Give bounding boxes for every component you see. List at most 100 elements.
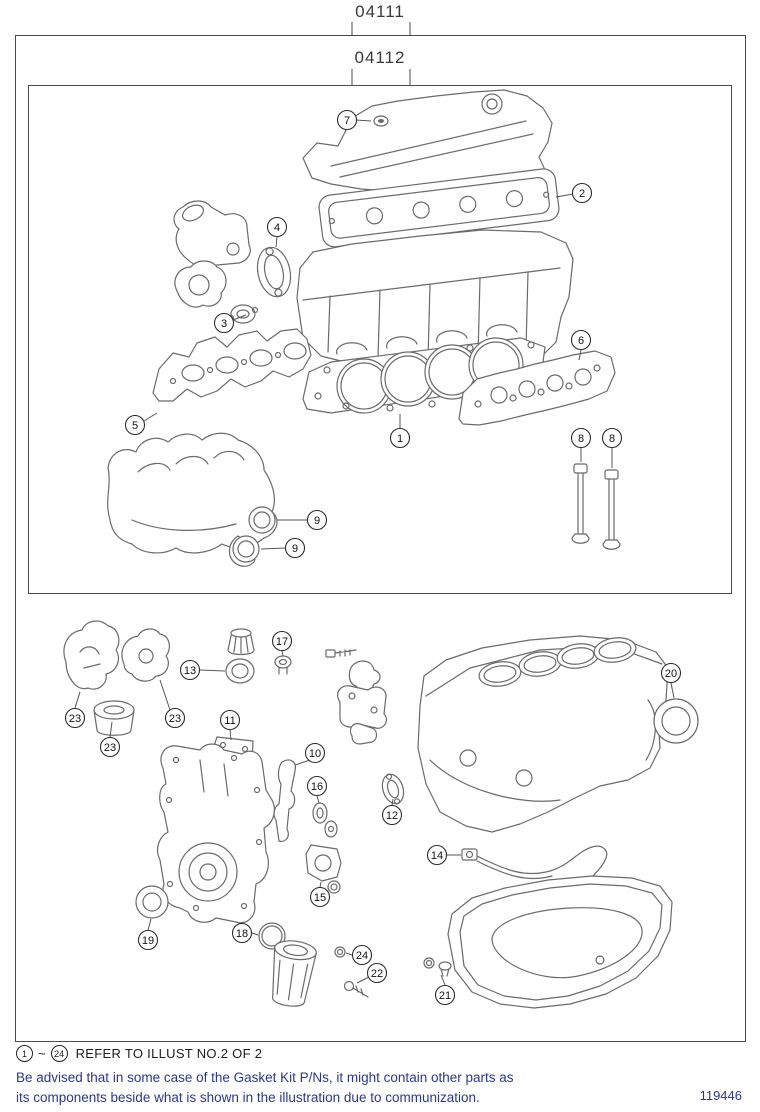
gasket-part-12-art bbox=[381, 773, 405, 805]
callout-label: 15 bbox=[314, 892, 326, 904]
callout-3[interactable]: 3 bbox=[213, 312, 247, 334]
water-outlet-art bbox=[173, 200, 251, 268]
callout-22[interactable]: 22 bbox=[356, 962, 388, 984]
callout-label: 13 bbox=[184, 665, 196, 677]
part-code-inner[interactable]: 04112 bbox=[354, 48, 406, 67]
callout-1[interactable]: 1 bbox=[389, 414, 411, 449]
refer-note-line: 1 ~ 24 REFER TO ILLUST NO.2 OF 2 bbox=[16, 1045, 262, 1062]
manifold-ring-gaskets-art bbox=[232, 506, 276, 563]
callout-label: 11 bbox=[224, 715, 235, 727]
figure-number: 119446 bbox=[699, 1088, 742, 1103]
callout-5[interactable]: 5 bbox=[124, 412, 158, 436]
callout-label: 10 bbox=[309, 748, 321, 760]
front-oil-seal-part-19-art bbox=[135, 885, 169, 919]
callout-21[interactable]: 21 bbox=[434, 974, 456, 1006]
callout-17[interactable]: 17 bbox=[271, 630, 293, 657]
callout-20[interactable]: 20 bbox=[660, 662, 682, 699]
callout-15[interactable]: 15 bbox=[309, 881, 331, 908]
callout-label: 22 bbox=[371, 968, 383, 980]
callout-6[interactable]: 6 bbox=[570, 329, 592, 361]
advisory-note-line1: Be advised that in some case of the Gask… bbox=[16, 1070, 514, 1085]
callout-label: 5 bbox=[132, 420, 138, 432]
seal-parts-16-art bbox=[312, 802, 338, 838]
callout-label: 23 bbox=[169, 713, 181, 725]
callout-label: 9 bbox=[292, 543, 298, 555]
callout-label: 19 bbox=[142, 935, 154, 947]
grommet-part-7-art bbox=[373, 115, 389, 127]
circled-number-end: 24 bbox=[50, 1045, 68, 1062]
small-ring-part-24-art bbox=[334, 946, 346, 958]
outer-kit-frame bbox=[15, 35, 746, 1042]
callout-label: 21 bbox=[439, 990, 451, 1002]
union-bolt-part-22-art bbox=[343, 980, 369, 998]
callout-23-bottom[interactable]: 23 bbox=[99, 721, 121, 758]
callout-11[interactable]: 11 bbox=[219, 709, 241, 741]
callout-2[interactable]: 2 bbox=[555, 182, 593, 204]
range-tilde: ~ bbox=[38, 1046, 46, 1061]
callout-label: 18 bbox=[236, 928, 248, 940]
callout-label: 8 bbox=[609, 433, 615, 445]
callout-label: 12 bbox=[386, 810, 398, 822]
exhaust-manifold-gasket-art bbox=[152, 328, 312, 402]
thermostat-housing-art bbox=[174, 260, 227, 308]
retainer-part-15-art bbox=[305, 844, 342, 894]
code-tick-lines bbox=[351, 22, 411, 85]
callout-label: 6 bbox=[578, 335, 584, 347]
callout-19[interactable]: 19 bbox=[137, 918, 159, 951]
callout-13[interactable]: 13 bbox=[179, 659, 226, 681]
callout-14[interactable]: 14 bbox=[426, 844, 462, 866]
part-code-outer[interactable]: 04111 bbox=[355, 2, 405, 21]
upper-kit-art bbox=[107, 89, 621, 567]
callout-23-right[interactable]: 23 bbox=[159, 679, 186, 729]
mount-bracket-parts-23-art bbox=[63, 620, 170, 736]
callout-label: 16 bbox=[311, 781, 323, 793]
callout-label: 4 bbox=[274, 222, 280, 234]
callouts-lower: 13 17 23 23 23 11 bbox=[64, 630, 682, 1006]
outlet-gasket-part-4-art bbox=[256, 246, 292, 298]
valve-stem-seal-left-art bbox=[571, 463, 590, 544]
intake-manifold-gasket-art bbox=[458, 350, 616, 426]
callout-label: 17 bbox=[276, 636, 288, 648]
oil-pan-art bbox=[447, 875, 673, 1009]
cover-gasket-part-10-art bbox=[273, 759, 296, 842]
refer-text: REFER TO ILLUST NO.2 OF 2 bbox=[75, 1046, 263, 1061]
inner-kit-frame bbox=[28, 85, 732, 594]
callout-23-left[interactable]: 23 bbox=[64, 691, 86, 729]
callout-label: 14 bbox=[431, 850, 443, 862]
lower-kit-art bbox=[63, 620, 699, 1009]
advisory-note-line2: its components beside what is shown in t… bbox=[16, 1090, 480, 1105]
callout-18[interactable]: 18 bbox=[231, 922, 259, 944]
oil-filter-art bbox=[272, 940, 317, 1007]
callout-9-lower[interactable]: 9 bbox=[260, 537, 306, 559]
valve-cover-gasket-art bbox=[318, 168, 560, 248]
callout-16[interactable]: 16 bbox=[306, 775, 328, 804]
callout-8-right[interactable]: 8 bbox=[601, 427, 623, 469]
callout-label: 1 bbox=[397, 433, 403, 445]
callout-label: 23 bbox=[104, 742, 116, 754]
engine-block-art bbox=[417, 635, 669, 833]
callout-7[interactable]: 7 bbox=[336, 109, 372, 131]
callout-label: 20 bbox=[665, 668, 677, 680]
callout-24[interactable]: 24 bbox=[345, 944, 373, 966]
callouts-upper: 7 2 4 3 6 5 1 bbox=[124, 109, 623, 559]
callout-label: 8 bbox=[578, 433, 584, 445]
valve-stem-seal-right-art bbox=[602, 469, 621, 550]
circled-number-start: 1 bbox=[16, 1045, 33, 1062]
callout-label: 23 bbox=[69, 713, 81, 725]
callout-10[interactable]: 10 bbox=[294, 742, 326, 766]
callout-label: 7 bbox=[344, 115, 350, 127]
cylinder-head-art bbox=[296, 229, 574, 369]
callout-12[interactable]: 12 bbox=[381, 798, 403, 826]
callout-8-left[interactable]: 8 bbox=[570, 427, 592, 463]
callout-label: 9 bbox=[314, 515, 320, 527]
callout-label: 2 bbox=[579, 188, 585, 200]
grommet-part-17-art bbox=[274, 655, 292, 675]
callout-9-upper[interactable]: 9 bbox=[277, 509, 328, 531]
callout-label: 3 bbox=[221, 318, 227, 330]
advisory-note: Be advised that in some case of the Gask… bbox=[16, 1068, 514, 1108]
callout-4[interactable]: 4 bbox=[266, 216, 288, 248]
plug-gasket-part-21-art bbox=[423, 957, 452, 977]
small-fittings-art bbox=[325, 649, 388, 745]
